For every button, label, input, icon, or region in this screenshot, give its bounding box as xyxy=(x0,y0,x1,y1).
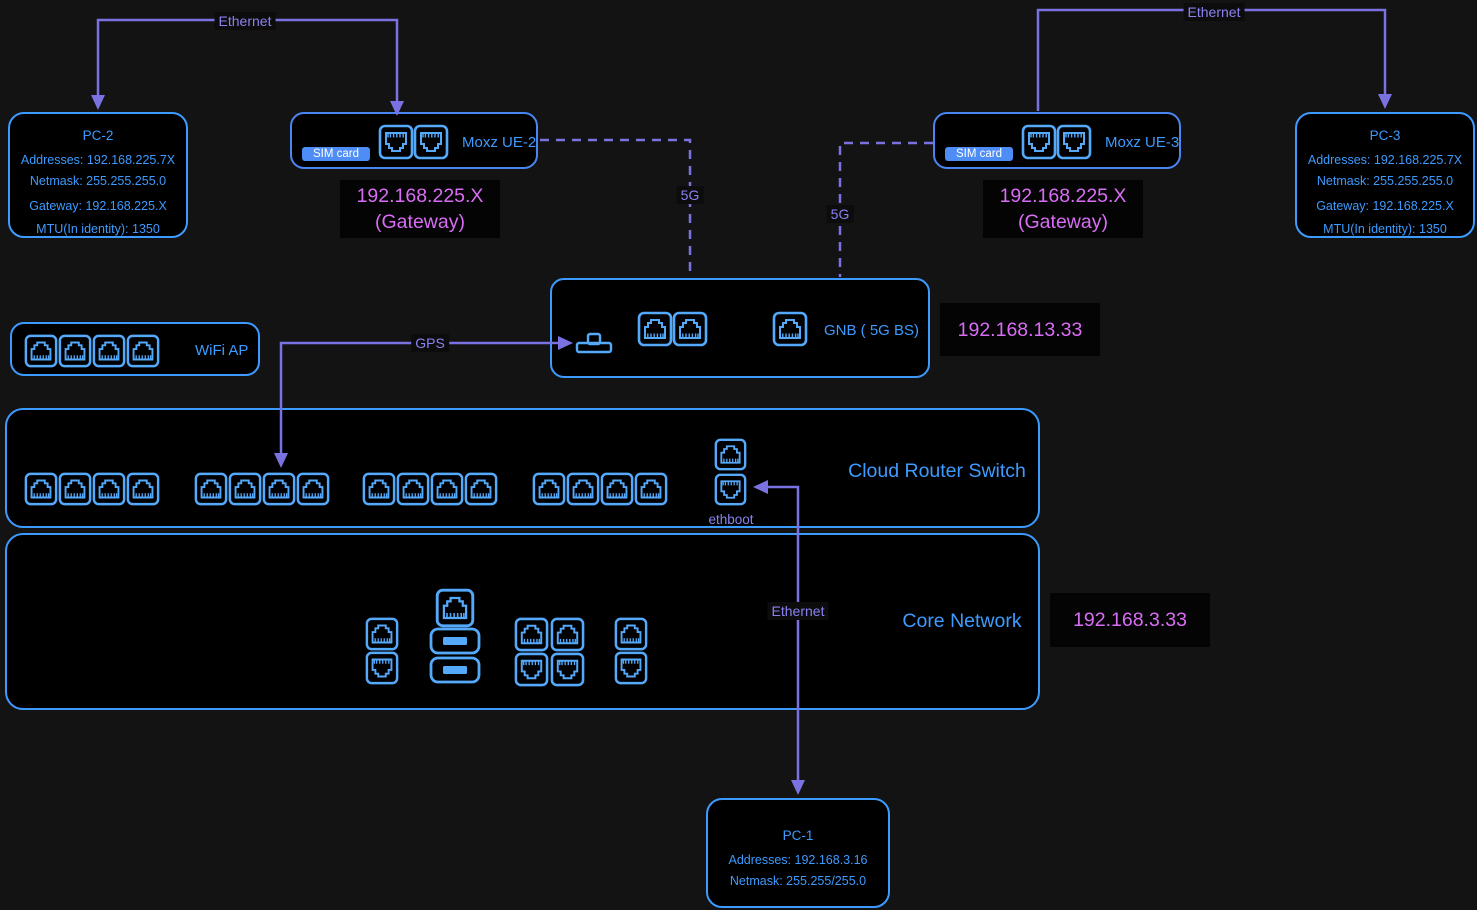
ethernet-port-icon xyxy=(92,472,126,506)
gnb-ip-label: 192.168.13.33 xyxy=(940,303,1100,356)
wifi-ap-label: WiFi AP xyxy=(195,342,249,359)
ethernet-port-icon xyxy=(430,472,464,506)
moxz-ue2-node: SIM card Moxz UE-2 xyxy=(290,112,538,169)
pc1-title: PC-1 xyxy=(782,828,814,843)
moxz-ue3-ip-note: (Gateway) xyxy=(1018,211,1108,233)
ethernet-port-icon xyxy=(614,617,648,651)
ethernet-port-icon xyxy=(672,311,708,347)
moxz-ue2-ip-label: 192.168.225.X (Gateway) xyxy=(340,180,500,238)
moxz-ue2-label: Moxz UE-2 xyxy=(462,134,537,151)
pc2-mtu: MTU(In identity): 1350 xyxy=(36,222,160,236)
pc2-addresses: Addresses: 192.168.225.7X xyxy=(20,153,176,167)
ethernet-port-icon xyxy=(365,651,399,685)
ethernet-port-icon xyxy=(550,617,585,652)
ethernet-port-icon xyxy=(532,472,566,506)
ethernet-port-icon xyxy=(24,472,58,506)
ethernet-port-icon xyxy=(1021,124,1057,160)
moxz-ue2-ip-note: (Gateway) xyxy=(375,211,465,233)
core-network-ip: 192.168.3.33 xyxy=(1073,609,1187,631)
cloud-router-switch-label: Cloud Router Switch xyxy=(848,460,1026,482)
pc1-addresses: Addresses: 192.168.3.16 xyxy=(728,853,868,867)
pc3-addresses: Addresses: 192.168.225.7X xyxy=(1307,153,1463,167)
server-unit-icon xyxy=(429,627,481,655)
pc3-mtu: MTU(In identity): 1350 xyxy=(1323,222,1447,236)
fiveg-right-label: 5G xyxy=(826,205,854,223)
ethernet-left-wire xyxy=(96,18,399,102)
fiveg-left-label: 5G xyxy=(676,186,704,204)
ethernet-port-icon xyxy=(514,652,549,687)
ethernet-port-icon xyxy=(566,472,600,506)
gps-label: GPS xyxy=(411,334,449,352)
pc3-netmask: Netmask: 255.255.255.0 xyxy=(1316,174,1454,188)
cloud-router-switch-node: ethboot Cloud Router Switch xyxy=(5,408,1040,528)
pc1-node: PC-1 Addresses: 192.168.3.16 Netmask: 25… xyxy=(706,798,890,908)
ethernet-port-icon xyxy=(126,334,160,368)
ethernet-port-icon xyxy=(550,652,585,687)
ethernet-port-icon xyxy=(365,617,399,651)
ethernet-port-icon xyxy=(92,334,126,368)
gnb-ip: 192.168.13.33 xyxy=(957,318,1083,341)
ethernet-port-icon xyxy=(435,588,475,628)
server-unit-icon xyxy=(429,656,481,684)
ethernet-port-icon xyxy=(194,472,228,506)
pc2-title: PC-2 xyxy=(82,128,114,143)
ethboot-label: ethboot xyxy=(708,512,754,527)
ethernet-port-icon xyxy=(58,334,92,368)
ethernet-right-label: Ethernet xyxy=(1183,3,1245,21)
ethboot-port-up-icon xyxy=(714,438,747,471)
core-network-ip-label: 192.168.3.33 xyxy=(1050,593,1210,647)
ethernet-port-icon xyxy=(1056,124,1092,160)
ethernet-port-icon xyxy=(24,334,58,368)
fiveg-right-wire xyxy=(838,141,933,277)
moxz-ue3-label: Moxz UE-3 xyxy=(1105,134,1180,151)
fiveg-left-wire xyxy=(540,138,692,277)
ethernet-bottom-label: Ethernet xyxy=(767,602,829,620)
ethernet-port-icon xyxy=(637,311,673,347)
core-network-node: Core Network xyxy=(5,533,1040,710)
sim-card-badge: SIM card xyxy=(302,147,370,161)
ethernet-left-label: Ethernet xyxy=(214,12,276,30)
moxz-ue3-ip: 192.168.225.X xyxy=(999,185,1127,207)
ethernet-port-icon xyxy=(464,472,498,506)
ethboot-port-down-icon xyxy=(714,473,747,506)
ethernet-right-wire xyxy=(1036,8,1387,111)
ethernet-port-icon xyxy=(614,651,648,685)
ethernet-port-icon xyxy=(514,617,549,652)
ethernet-port-icon xyxy=(396,472,430,506)
pc2-netmask: Netmask: 255.255.255.0 xyxy=(29,174,167,188)
pc2-gateway: Gateway: 192.168.225.X xyxy=(29,199,167,213)
moxz-ue3-node: SIM card Moxz UE-3 xyxy=(933,112,1181,169)
sim-card-badge: SIM card xyxy=(945,147,1013,161)
ethernet-port-icon xyxy=(600,472,634,506)
ethernet-port-icon xyxy=(126,472,160,506)
ethernet-port-icon xyxy=(378,124,414,160)
moxz-ue3-ip-label: 192.168.225.X (Gateway) xyxy=(983,180,1143,238)
ethernet-port-icon xyxy=(634,472,668,506)
pc3-title: PC-3 xyxy=(1369,128,1401,143)
ethernet-port-icon xyxy=(262,472,296,506)
core-network-label: Core Network xyxy=(902,610,1022,632)
gnb-label: GNB ( 5G BS) xyxy=(824,322,920,339)
pc2-node: PC-2 Addresses: 192.168.225.7X Netmask: … xyxy=(8,112,188,238)
moxz-ue2-ip: 192.168.225.X xyxy=(356,185,484,207)
pc3-gateway: Gateway: 192.168.225.X xyxy=(1316,199,1454,213)
ethernet-port-icon xyxy=(58,472,92,506)
pc1-netmask: Netmask: 255.255/255.0 xyxy=(729,874,867,888)
gps-antenna-icon xyxy=(575,330,613,356)
ethernet-port-icon xyxy=(296,472,330,506)
wifi-ap-node: WiFi AP xyxy=(10,322,260,376)
gnb-node: GNB ( 5G BS) xyxy=(550,278,930,378)
ethernet-port-icon xyxy=(772,311,808,347)
ethernet-port-icon xyxy=(413,124,449,160)
ethernet-port-icon xyxy=(228,472,262,506)
pc3-node: PC-3 Addresses: 192.168.225.7X Netmask: … xyxy=(1295,112,1475,238)
ethernet-port-icon xyxy=(362,472,396,506)
